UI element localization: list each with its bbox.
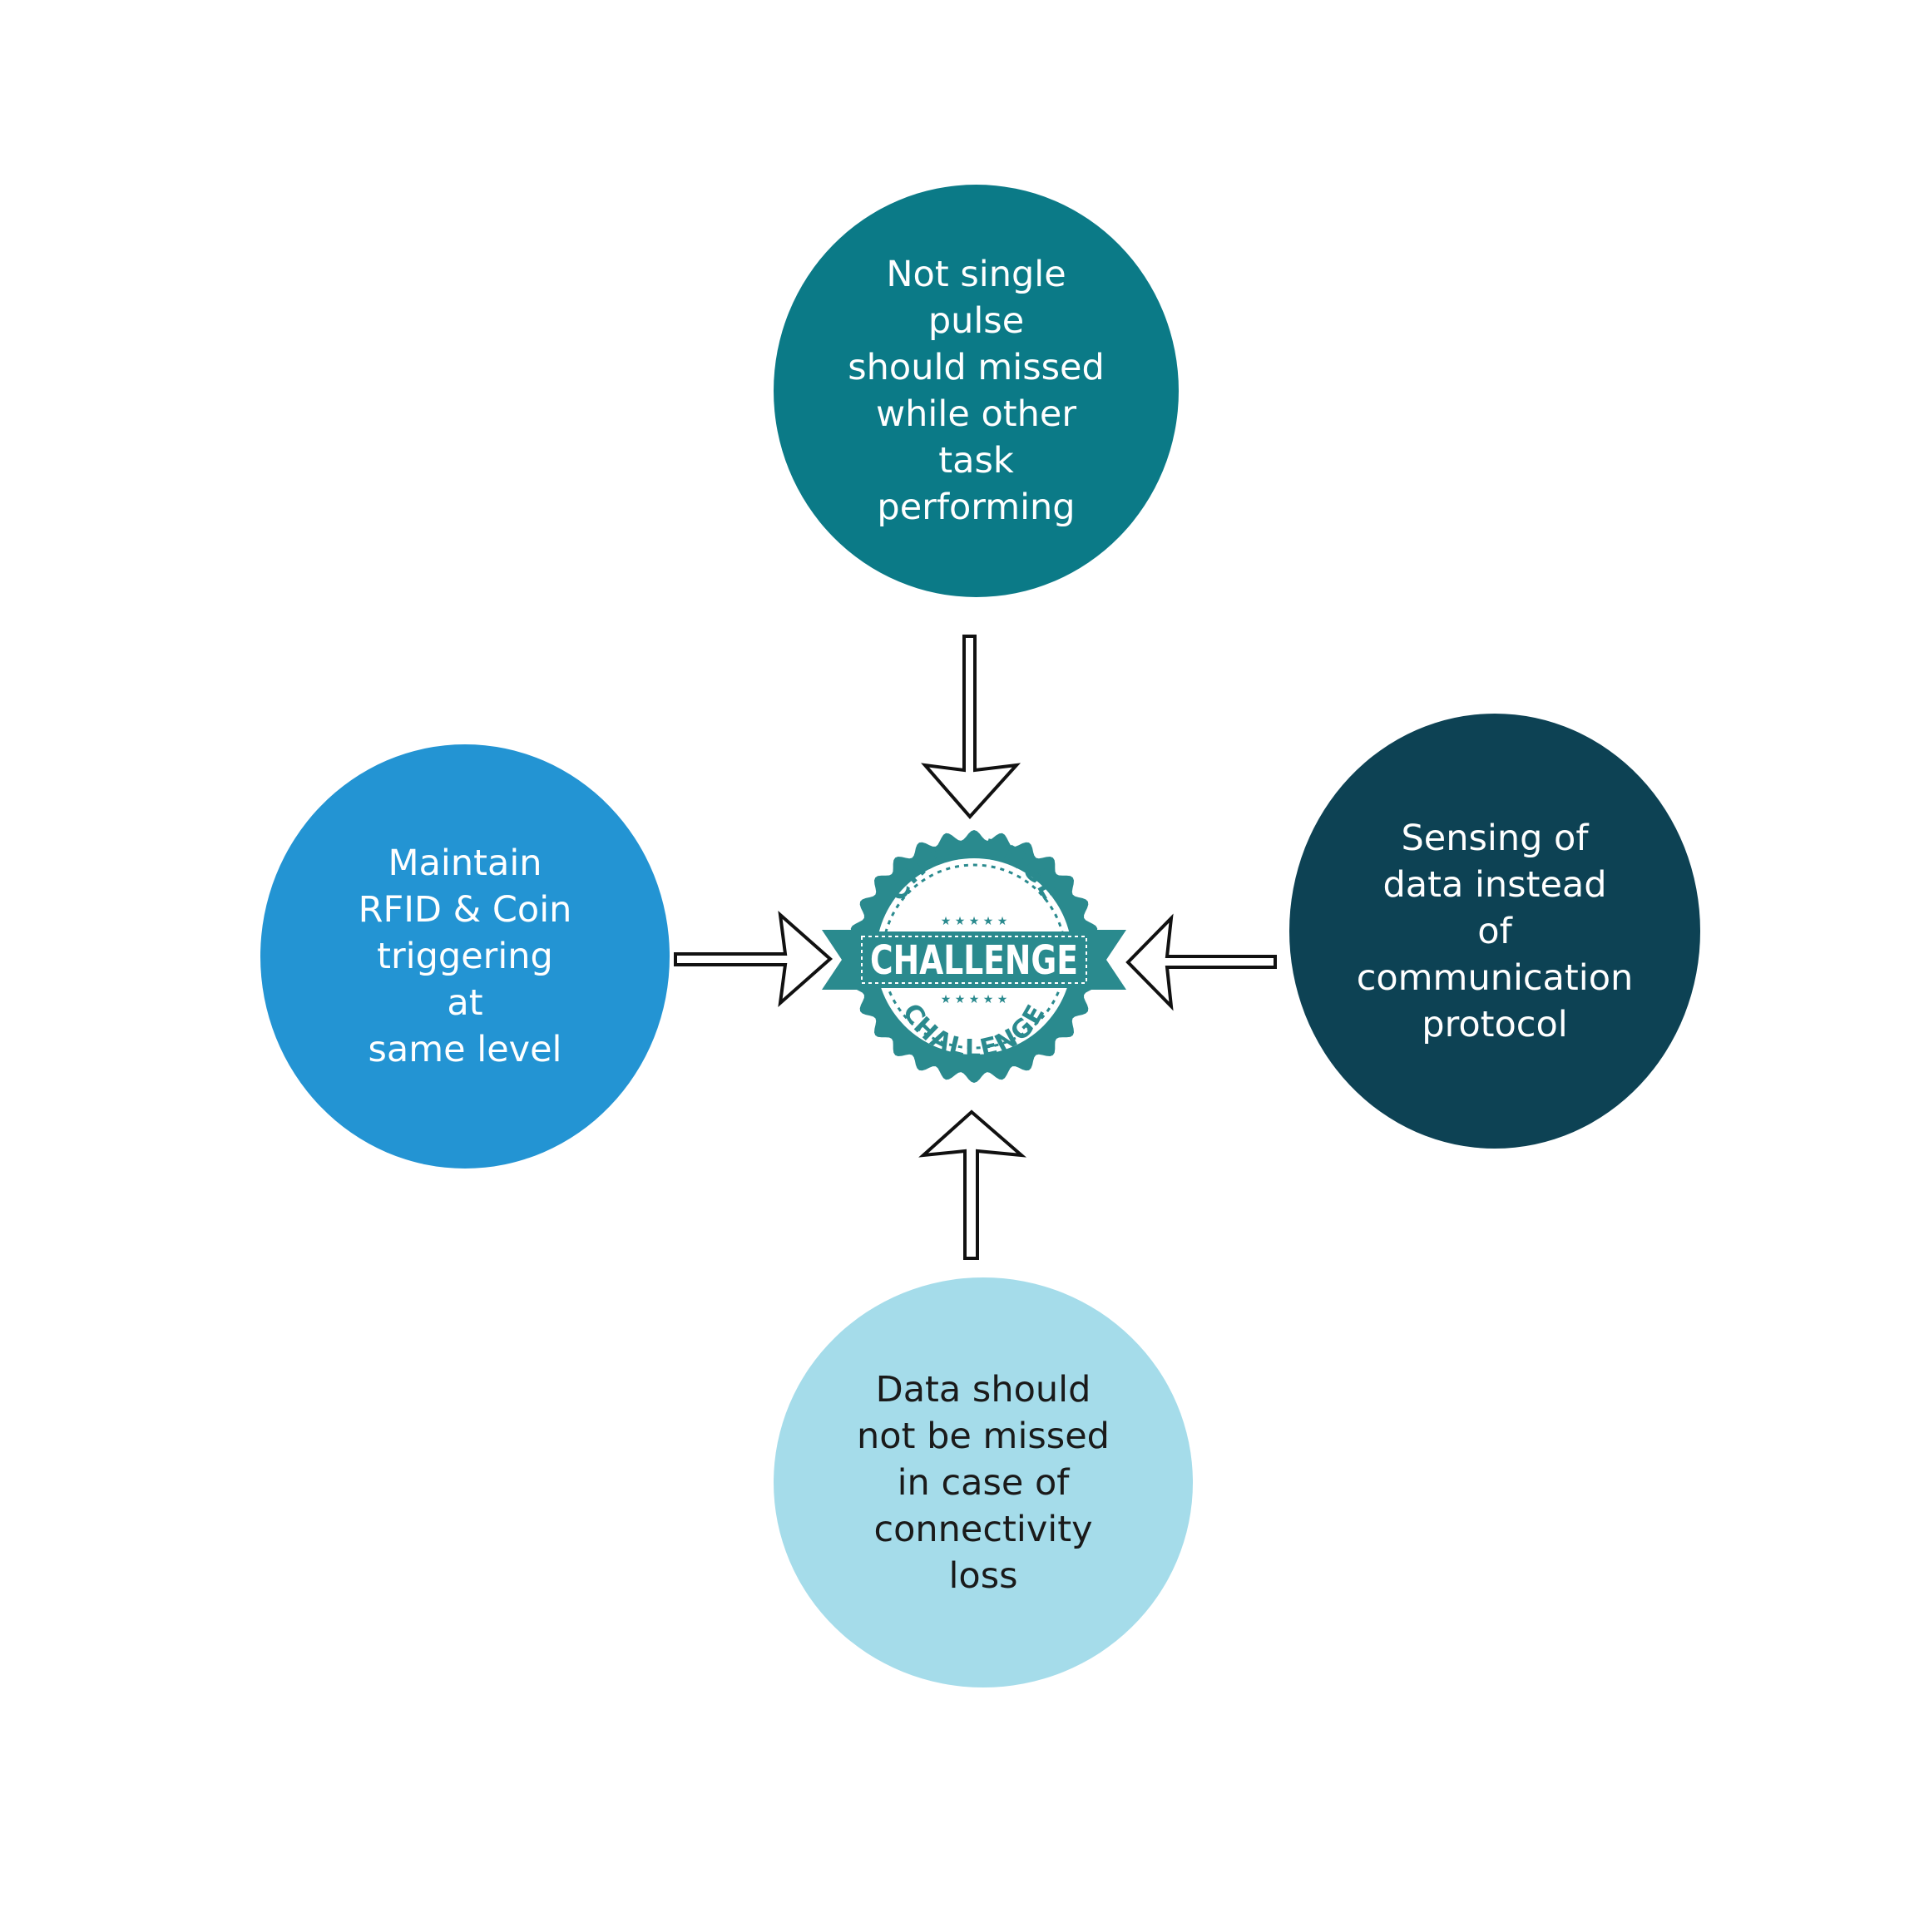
node-right-label: Sensing of data instead of communication… [1356, 817, 1634, 1045]
challenge-badge-icon: CHALLENGE CHALLENGE ★ ★ ★ ★ ★ ★ ★ ★ ★ ★ … [822, 830, 1126, 1083]
arrow-left-to-center [674, 910, 833, 1008]
node-bottom-label: Data should not be missed in case of con… [857, 1368, 1110, 1597]
node-left-circle: Maintain RFID & Coin triggering at same … [260, 744, 670, 1169]
node-top-circle: Not single pulse should missed while oth… [774, 185, 1179, 597]
svg-text:★ ★ ★ ★ ★: ★ ★ ★ ★ ★ [941, 993, 1008, 1006]
node-bottom-circle: Data should not be missed in case of con… [774, 1277, 1193, 1687]
svg-text:★ ★ ★ ★ ★: ★ ★ ★ ★ ★ [941, 915, 1008, 928]
node-right-circle: Sensing of data instead of communication… [1289, 714, 1700, 1149]
arrow-top-to-center [921, 635, 1021, 820]
badge-banner: CHALLENGE [822, 930, 1126, 990]
node-top-label: Not single pulse should missed while oth… [848, 254, 1105, 528]
node-left-label: Maintain RFID & Coin triggering at same … [358, 842, 572, 1070]
badge-banner-text: CHALLENGE [870, 937, 1078, 984]
badge-stars: ★ ★ ★ ★ ★ ★ ★ ★ ★ ★ [941, 915, 1008, 1006]
arrow-right-to-center [1125, 913, 1277, 1011]
arrow-bottom-to-center [918, 1109, 1027, 1260]
